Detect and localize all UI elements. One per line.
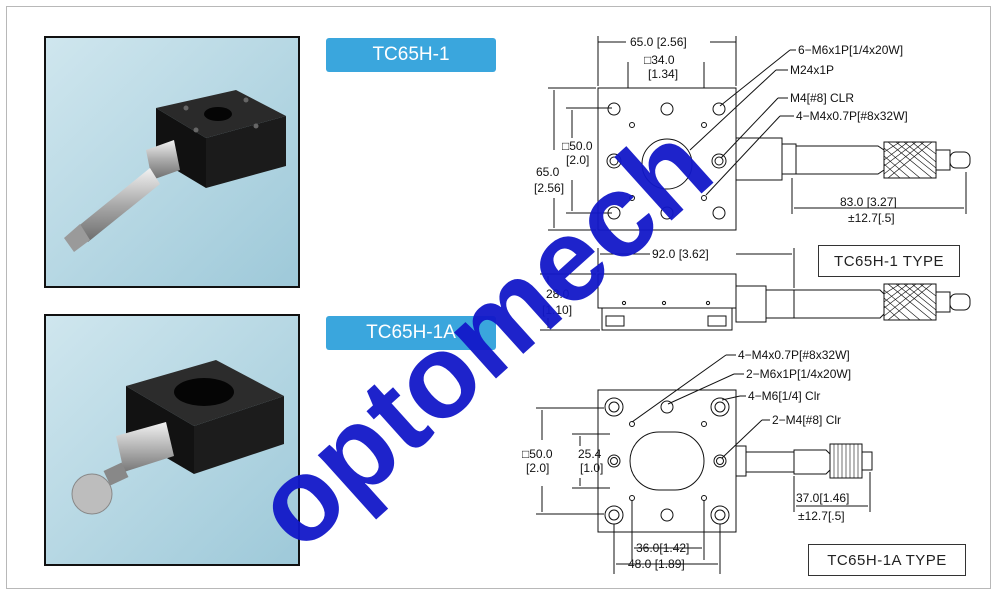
note-m24: M24x1P [790, 63, 834, 77]
dim-center-sq: □34.0 [644, 53, 675, 67]
dim-sq50: □50.0 [562, 139, 593, 153]
product-label-tc65h-1: TC65H-1 [326, 38, 496, 72]
dim-1a-25: 25.4 [578, 447, 602, 461]
dim-1a-sq50: □50.0 [522, 447, 553, 461]
dim-h65: 65.0 [536, 165, 560, 179]
dim-center-sq-in: [1.34] [648, 67, 678, 81]
type-box-tc65h-1a: TC65H-1A TYPE [808, 544, 966, 576]
dim-1a-48: 48.0 [1.89] [628, 557, 685, 571]
dim-1a-25-in: [1.0] [580, 461, 603, 475]
product-photo-tc65h-1 [44, 36, 300, 288]
note-4-m4: 4−M4x0.7P[#8x32W] [796, 109, 908, 123]
dim-side-h28-in: [1.10] [542, 303, 572, 317]
center-bore [641, 138, 693, 190]
note-1a-2-m4: 2−M4[#8] Clr [772, 413, 841, 427]
dim-width-65: 65.0 [2.56] [630, 35, 687, 49]
note-1a-4-m6: 4−M6[1/4] Clr [748, 389, 820, 403]
watermark-text: optomech [229, 99, 736, 574]
note-m4-clr: M4[#8] CLR [790, 91, 854, 105]
dim-1a-sq50-in: [2.0] [526, 461, 549, 475]
product-label-tc65h-1a: TC65H-1A [326, 316, 496, 350]
note-1a-4-m4: 4−M4x0.7P[#8x32W] [738, 348, 850, 362]
type-box-tc65h-1: TC65H-1 TYPE [818, 245, 960, 277]
dim-h65-in: [2.56] [534, 181, 564, 195]
dim-1a-len-37: 37.0[1.46] [796, 491, 849, 505]
note-6-m6: 6−M6x1P[1/4x20W] [798, 43, 903, 57]
note-1a-2-m6: 2−M6x1P[1/4x20W] [746, 367, 851, 381]
oblong-slot [629, 431, 705, 491]
dim-1a-36: 36.0[1.42] [636, 541, 689, 555]
dim-sq50-in: [2.0] [566, 153, 589, 167]
dim-side-92: 92.0 [3.62] [652, 247, 709, 261]
dim-side-h28: 28.0 [546, 287, 570, 301]
dim-len-83: 83.0 [3.27] [840, 195, 897, 209]
dim-travel: ±12.7[.5] [848, 211, 895, 225]
page-frame [6, 6, 991, 589]
product-photo-tc65h-1a [44, 314, 300, 566]
dim-1a-travel: ±12.7[.5] [798, 509, 845, 523]
